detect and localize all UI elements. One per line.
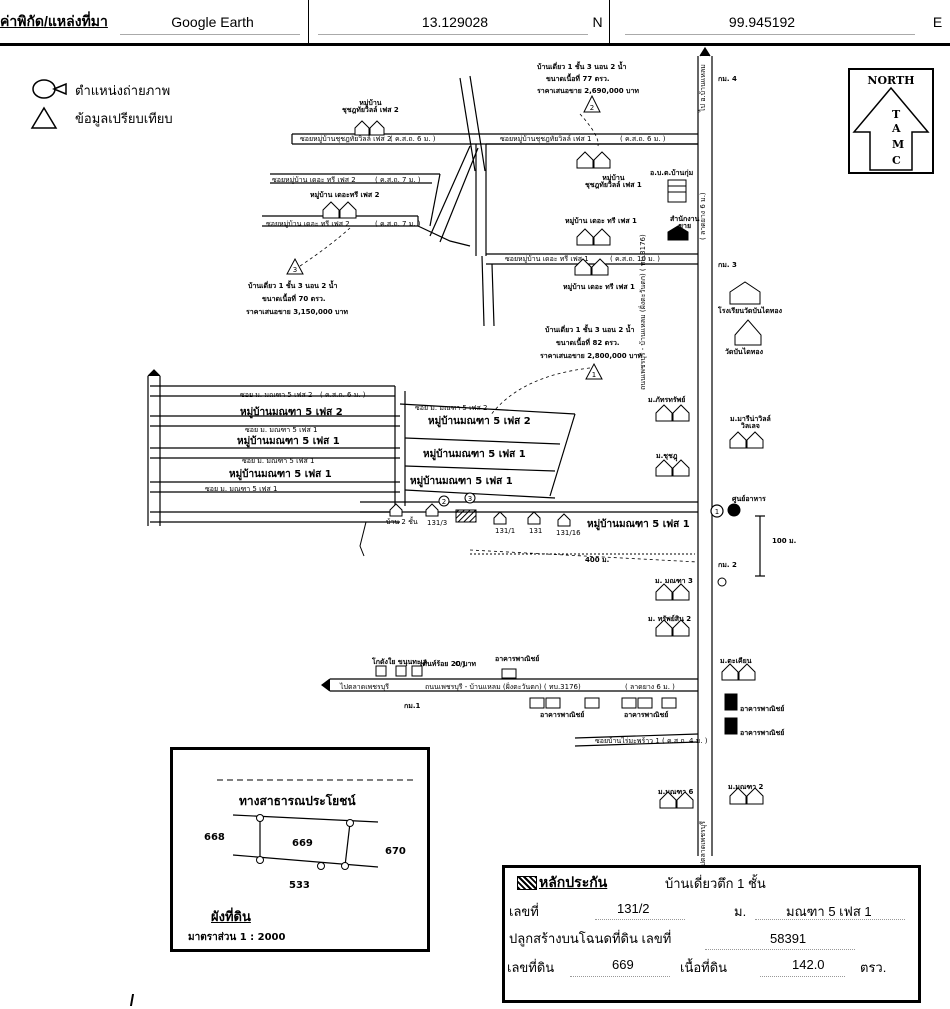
plot-title: ผังที่ดิน [211,910,251,925]
svg-text:1: 1 [715,508,719,516]
subject-lot [455,509,477,523]
map-roads: 2 3 1 1 2 3 [147,46,765,856]
house-icon [527,511,541,525]
plot-diagram: ทางสาธารณประโยชน์ 668 669 670 533 ผังที่… [170,747,430,952]
plot-scale: มาตราส่วน 1 : 2000 [188,932,286,943]
source-value: Google Earth [171,13,254,30]
comp-triangle-2 [583,94,601,113]
house-icon [729,787,764,805]
food-court-icon [727,503,741,517]
longitude-value: 99.945192 [728,13,796,30]
office-icon [667,225,689,241]
latitude-value: 13.129028 [421,13,489,30]
house-icon [576,228,611,246]
comp-triangle-3 [286,257,304,275]
house-icon [354,120,385,136]
header-bar: ค่าพิกัด/แหล่งที่มา Google Earth 13.1290… [0,0,950,46]
collateral-type: บ้านเดี่ยวตึก 1 ชั้น [665,876,766,891]
house-icon [655,459,690,477]
camera-position-icon [32,79,67,99]
latitude-direction: N [592,13,603,30]
collateral-info-box: หลักประกัน บ้านเดี่ยวตึก 1 ชั้น เลขที่ 1… [502,865,921,1003]
north-arrow-box: NORTH T A M C [848,68,934,174]
house-icon [574,258,609,276]
hatched-legend-icon [517,876,537,890]
plot-road-label: ทางสาธารณประโยชน์ [239,794,356,808]
house-icon [493,511,507,525]
temple-icon [734,319,762,346]
commercial-icon [501,668,517,679]
svg-text:1: 1 [592,371,596,379]
house-icon [655,404,690,422]
commercial-icon [724,693,738,735]
shop-icon [375,665,423,677]
svg-text:2: 2 [442,498,446,506]
coord-label: ค่าพิกัด/แหล่งที่มา [0,12,108,29]
legend-compare-label: ข้อมูลเปรียบเทียบ [75,112,173,127]
house-icon [655,583,690,601]
commercial-icon [621,697,677,709]
gas-station-icon [717,577,727,587]
obt-building-icon [667,179,687,203]
svg-text:3: 3 [468,495,472,503]
legend-icons [30,79,67,129]
house-icon [729,431,764,449]
longitude-direction: E [932,13,943,30]
svg-text:3: 3 [293,266,297,274]
house-icon [721,663,756,681]
commercial-icon [529,697,600,709]
collateral-title: หลักประกัน [539,874,608,890]
house-icon [557,513,571,527]
house-icon [425,503,439,517]
north-label: NORTH [867,74,915,87]
house-icon [655,619,690,637]
north-arrow-icon [852,86,930,171]
legend-photo-label: ตำแหน่งถ่ายภาพ [75,84,171,99]
comp-triangle-1 [585,362,603,380]
svg-text:2: 2 [590,104,594,112]
house-icon [576,151,611,169]
house-icon [659,791,694,809]
house-icon [322,201,357,219]
house-icon [389,503,403,517]
comparison-triangle-icon [30,106,58,129]
school-icon [729,281,761,305]
